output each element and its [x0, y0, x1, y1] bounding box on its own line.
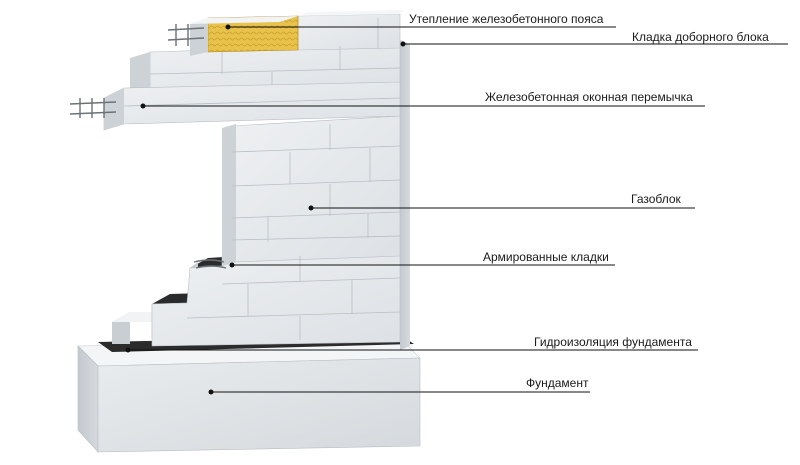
dot-gasblock [308, 205, 314, 211]
dot-insulation [225, 24, 231, 30]
dot-waterproofing [125, 347, 131, 353]
dot-foundation [208, 389, 214, 395]
label-foundation: Фундамент [526, 376, 589, 390]
label-reinforced-masonry: Армированные кладки [483, 250, 609, 264]
leader-dots [125, 24, 406, 395]
masonry-reinforcement [193, 259, 227, 269]
gas-block-wall [130, 10, 410, 350]
label-gasblock: Газоблок [631, 192, 681, 206]
lintel-rebar [69, 98, 117, 118]
leader-lines [128, 26, 788, 393]
reinforced-belt [167, 15, 299, 56]
label-extra-block: Кладка доборного блока [632, 30, 769, 44]
belt-rebar [167, 24, 205, 46]
dot-extra-block [400, 41, 406, 47]
label-waterproofing: Гидроизоляция фундамента [534, 335, 692, 349]
label-insulation: Утепление железобетонного пояса [409, 12, 604, 26]
label-lintel: Железобетонная оконная перемычка [485, 90, 693, 104]
dot-reinforced [229, 262, 235, 268]
foundation [77, 339, 421, 453]
dot-lintel [140, 103, 146, 109]
